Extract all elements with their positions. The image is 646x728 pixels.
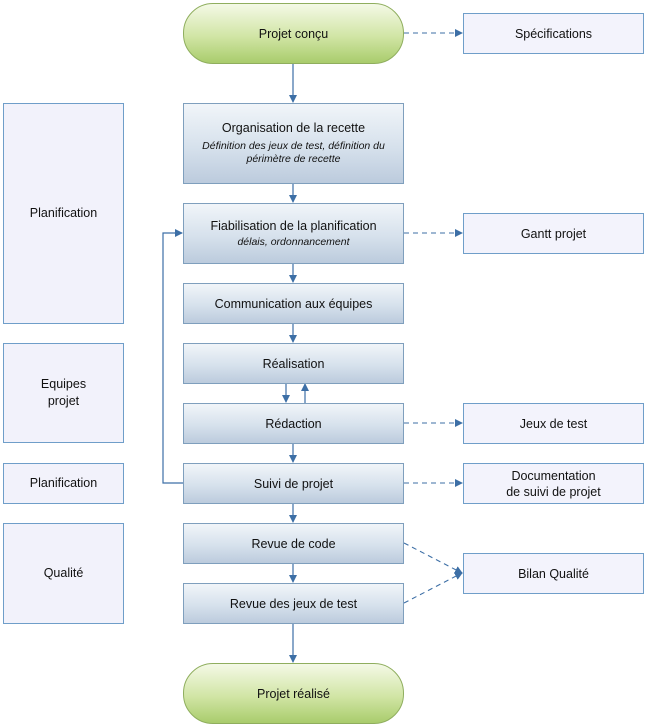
terminal-projet-concu: Projet conçu — [183, 3, 404, 64]
step-realisation: Réalisation — [183, 343, 404, 384]
step-redaction-label: Rédaction — [265, 416, 322, 431]
step-suivi-projet: Suivi de projet — [183, 463, 404, 504]
step-suivi-projet-label: Suivi de projet — [253, 476, 334, 491]
doc-documentation-suivi: Documentation de suivi de projet — [463, 463, 644, 504]
step-fiabilisation-subtitle: délais, ordonnancement — [237, 235, 350, 248]
lane-qualite: Qualité — [3, 523, 124, 624]
dashed-code-review-to-quality-report — [403, 542, 463, 574]
step-organisation-recette-subtitle: Définition des jeux de test, définition … — [202, 140, 385, 166]
doc-jeux-test: Jeux de test — [463, 403, 644, 444]
dashed-testset-review-to-quality-report — [403, 572, 463, 604]
step-communication-equipes: Communication aux équipes — [183, 283, 404, 324]
step-organisation-recette-subtitle-line2: périmètre de recette — [246, 153, 341, 165]
doc-documentation-line1: Documentation — [511, 468, 596, 483]
step-revue-jeux-test: Revue des jeux de test — [183, 583, 404, 624]
step-organisation-recette-title: Organisation de la recette — [221, 121, 366, 135]
lane-planification: Planification — [3, 103, 124, 324]
step-revue-code: Revue de code — [183, 523, 404, 564]
lane-qualite-label: Qualité — [43, 566, 84, 580]
doc-gantt-label: Gantt projet — [520, 226, 587, 241]
doc-specifications: Spécifications — [463, 13, 644, 54]
step-revue-code-label: Revue de code — [251, 536, 336, 551]
step-realisation-label: Réalisation — [262, 356, 325, 371]
doc-gantt-projet: Gantt projet — [463, 213, 644, 254]
doc-bilan-qualite: Bilan Qualité — [463, 553, 644, 594]
arrow-feedback-followup-to-planning — [162, 229, 183, 484]
terminal-end-label: Projet réalisé — [257, 686, 330, 701]
doc-documentation-line2: de suivi de projet — [506, 484, 601, 499]
terminal-projet-realise: Projet réalisé — [183, 663, 404, 724]
step-organisation-recette-subtitle-line1: Définition des jeux de test, définition … — [202, 140, 385, 152]
lane-planification-label: Planification — [29, 206, 98, 220]
step-fiabilisation-title: Fiabilisation de la planification — [210, 218, 377, 233]
doc-specifications-label: Spécifications — [514, 26, 593, 41]
lane-planification-suivi-label: Planification — [29, 476, 98, 490]
lane-equipes-projet: Equipes projet — [3, 343, 124, 443]
lane-equipes-label-line1: Equipes — [40, 377, 87, 391]
doc-bilan-qualite-label: Bilan Qualité — [518, 566, 589, 581]
step-communication-label: Communication aux équipes — [214, 296, 373, 311]
terminal-start-label: Projet conçu — [258, 26, 329, 41]
step-revue-jeux-test-label: Revue des jeux de test — [229, 596, 358, 611]
doc-jeux-test-label: Jeux de test — [519, 416, 588, 431]
step-redaction: Rédaction — [183, 403, 404, 444]
step-fiabilisation-planification: Fiabilisation de la planification délais… — [183, 203, 404, 264]
lane-planification-suivi: Planification — [3, 463, 124, 504]
lane-equipes-label-line2: projet — [47, 394, 80, 408]
step-organisation-recette: Organisation de la recette Définition de… — [183, 103, 404, 184]
